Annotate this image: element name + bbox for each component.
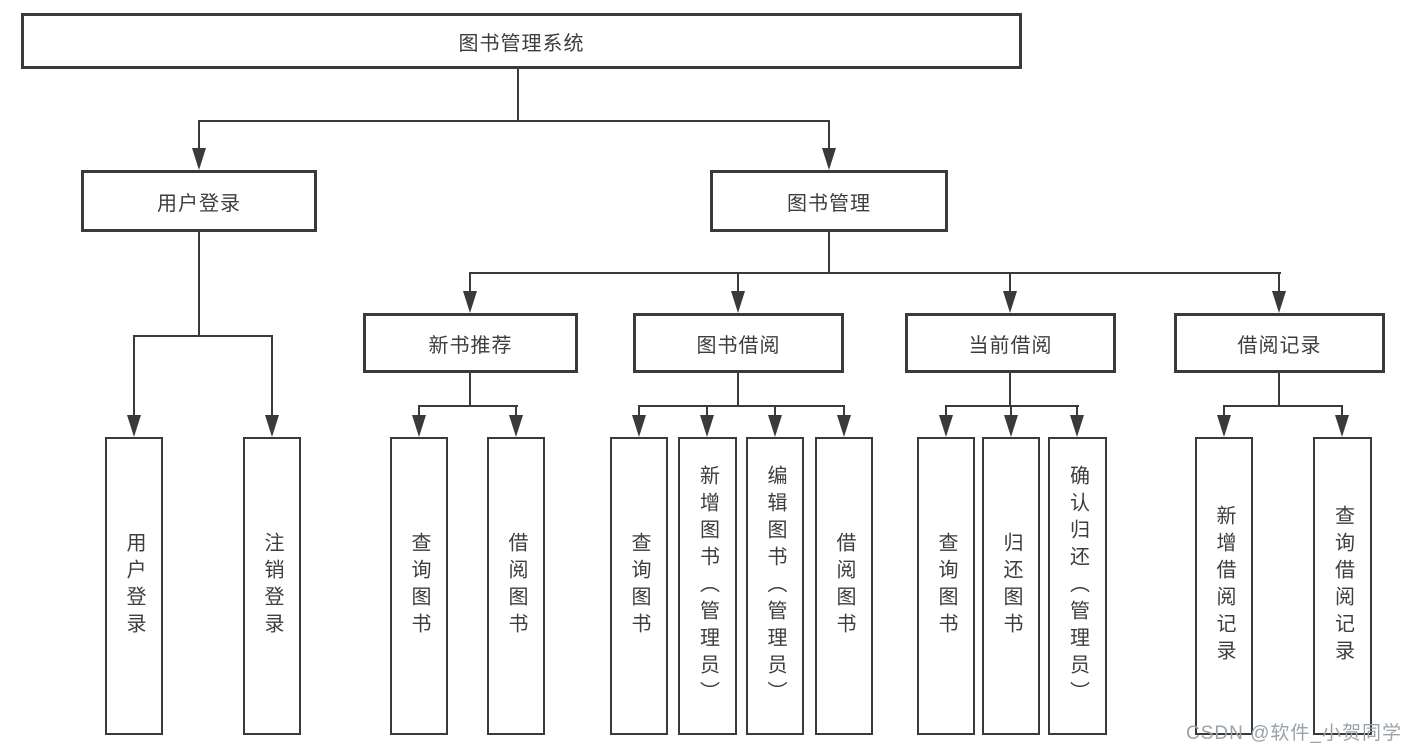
arrow-down-icon [1004, 415, 1018, 437]
leaf-query-books-borrow: 查询图书 [610, 437, 668, 735]
connector-line [133, 335, 135, 419]
leaf-user-login: 用户登录 [105, 437, 163, 735]
leaf-query-borrow-record-label: 查询借阅记录 [1331, 505, 1354, 667]
connector-line [945, 405, 1079, 407]
node-user-login-label: 用户登录 [157, 192, 241, 215]
connector-line [1341, 405, 1343, 419]
leaf-query-books-recommend: 查询图书 [390, 437, 448, 735]
leaf-edit-books-admin: 编辑图书（管理员） [746, 437, 804, 735]
connector-line [638, 405, 640, 419]
arrow-down-icon [837, 415, 851, 437]
leaf-add-books-admin: 新增图书（管理员） [678, 437, 737, 735]
leaf-add-books-admin-label: 新增图书（管理员） [696, 464, 719, 708]
connector-line [828, 120, 830, 152]
leaf-query-books-borrow-label: 查询图书 [628, 532, 650, 640]
node-current-borrowing: 当前借阅 [905, 313, 1116, 373]
connector-line [198, 232, 200, 335]
arrow-down-icon [1070, 415, 1084, 437]
arrow-down-icon [822, 148, 836, 170]
connector-line [737, 373, 739, 405]
arrow-down-icon [1335, 415, 1349, 437]
connector-line [198, 120, 200, 152]
connector-line [737, 272, 739, 295]
leaf-add-borrow-record-label: 新增借阅记录 [1213, 505, 1235, 667]
connector-line [469, 272, 1281, 274]
arrow-down-icon [1272, 291, 1286, 313]
csdn-watermark: CSDN @软件_小贺同学 [1186, 723, 1402, 744]
arrow-down-icon [509, 415, 523, 437]
connector-line [1009, 373, 1011, 405]
leaf-confirm-return-admin-label: 确认归还（管理员） [1066, 464, 1089, 708]
arrow-down-icon [939, 415, 953, 437]
leaf-add-borrow-record: 新增借阅记录 [1195, 437, 1253, 735]
leaf-query-books-current-label: 查询图书 [935, 532, 957, 640]
leaf-borrow-books-recommend-label: 借阅图书 [505, 532, 527, 640]
leaf-return-books-label: 归还图书 [1000, 532, 1022, 640]
connector-line [774, 405, 776, 419]
connector-line [1009, 272, 1011, 295]
arrow-down-icon [127, 415, 141, 437]
connector-line [469, 272, 471, 295]
connector-line [638, 405, 845, 407]
arrow-down-icon [632, 415, 646, 437]
node-library-management-system-label: 图书管理系统 [458, 32, 585, 55]
arrow-down-icon [265, 415, 279, 437]
leaf-confirm-return-admin: 确认归还（管理员） [1048, 437, 1107, 735]
connector-line [1223, 405, 1343, 407]
connector-line [1278, 373, 1280, 405]
leaf-user-login-label: 用户登录 [123, 532, 145, 640]
connector-line [1223, 405, 1225, 419]
arrow-down-icon [768, 415, 782, 437]
node-book-management-label: 图书管理 [787, 192, 871, 215]
arrow-down-icon [1003, 291, 1017, 313]
leaf-query-books-current: 查询图书 [917, 437, 975, 735]
leaf-edit-books-admin-label: 编辑图书（管理员） [764, 464, 786, 708]
connector-line [828, 232, 830, 272]
node-book-management: 图书管理 [710, 170, 948, 232]
connector-line [515, 405, 517, 419]
arrow-down-icon [731, 291, 745, 313]
node-new-book-recommendation: 新书推荐 [363, 313, 578, 373]
node-user-login: 用户登录 [81, 170, 317, 232]
connector-line [271, 335, 273, 419]
arrow-down-icon [1217, 415, 1231, 437]
connector-line [133, 335, 273, 337]
leaf-logout-label: 注销登录 [261, 532, 283, 640]
arrow-down-icon [192, 148, 206, 170]
leaf-borrow-books-recommend: 借阅图书 [487, 437, 545, 735]
arrow-down-icon [463, 291, 477, 313]
node-current-borrowing-label: 当前借阅 [968, 334, 1053, 357]
node-new-book-recommendation-label: 新书推荐 [428, 334, 513, 357]
leaf-return-books: 归还图书 [982, 437, 1040, 735]
arrow-down-icon [700, 415, 714, 437]
connector-line [1076, 405, 1078, 419]
leaf-logout: 注销登录 [243, 437, 301, 735]
connector-line [843, 405, 845, 419]
connector-line [1278, 272, 1280, 295]
node-borrowing-records-label: 借阅记录 [1237, 334, 1322, 357]
leaf-borrow-books-label: 借阅图书 [833, 532, 855, 640]
connector-line [418, 405, 420, 419]
connector-line [418, 405, 518, 407]
connector-line [706, 405, 708, 419]
node-book-borrowing: 图书借阅 [633, 313, 844, 373]
connector-line [945, 405, 947, 419]
connector-line [517, 69, 519, 120]
node-borrowing-records: 借阅记录 [1174, 313, 1385, 373]
connector-line [469, 373, 471, 405]
arrow-down-icon [412, 415, 426, 437]
connector-line [1010, 405, 1012, 419]
node-library-management-system: 图书管理系统 [21, 13, 1022, 69]
leaf-query-books-recommend-label: 查询图书 [408, 532, 430, 640]
connector-line [198, 120, 830, 122]
leaf-query-borrow-record: 查询借阅记录 [1313, 437, 1372, 735]
leaf-borrow-books: 借阅图书 [815, 437, 873, 735]
node-book-borrowing-label: 图书借阅 [696, 334, 781, 357]
